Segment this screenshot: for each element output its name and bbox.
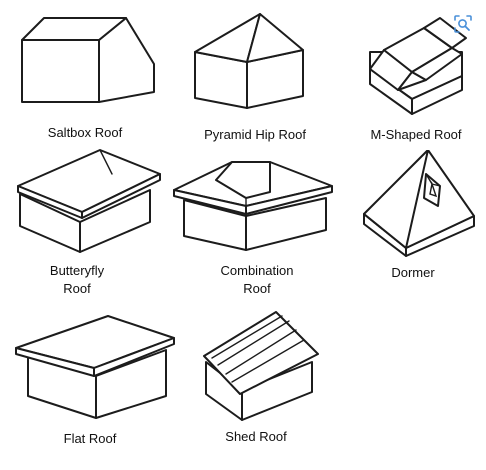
butterfly-roof-drawing <box>12 144 162 254</box>
m-shaped-roof-label: M-Shaped Roof <box>370 127 462 142</box>
pyramid-hip-roof-drawing <box>185 10 315 120</box>
butterfly-roof-label: Butteryfly Roof <box>49 263 105 296</box>
flat-roof-label: Flat Roof <box>63 431 117 446</box>
combination-roof-label: Combination Roof <box>220 263 294 296</box>
pyramid-hip-roof-label: Pyramid Hip Roof <box>204 127 306 142</box>
shed-roof-label: Shed Roof <box>225 429 287 444</box>
visual-search-icon[interactable] <box>453 14 473 34</box>
saltbox-roof-label: Saltbox Roof <box>47 125 123 140</box>
flat-roof-drawing <box>12 310 182 422</box>
dormer-roof-label: Dormer <box>391 265 435 280</box>
shed-roof-drawing <box>196 308 326 426</box>
m-shaped-roof-drawing <box>362 14 474 124</box>
combination-roof-drawing <box>170 156 335 256</box>
saltbox-roof-drawing <box>14 12 164 112</box>
dormer-roof-drawing <box>358 150 480 260</box>
